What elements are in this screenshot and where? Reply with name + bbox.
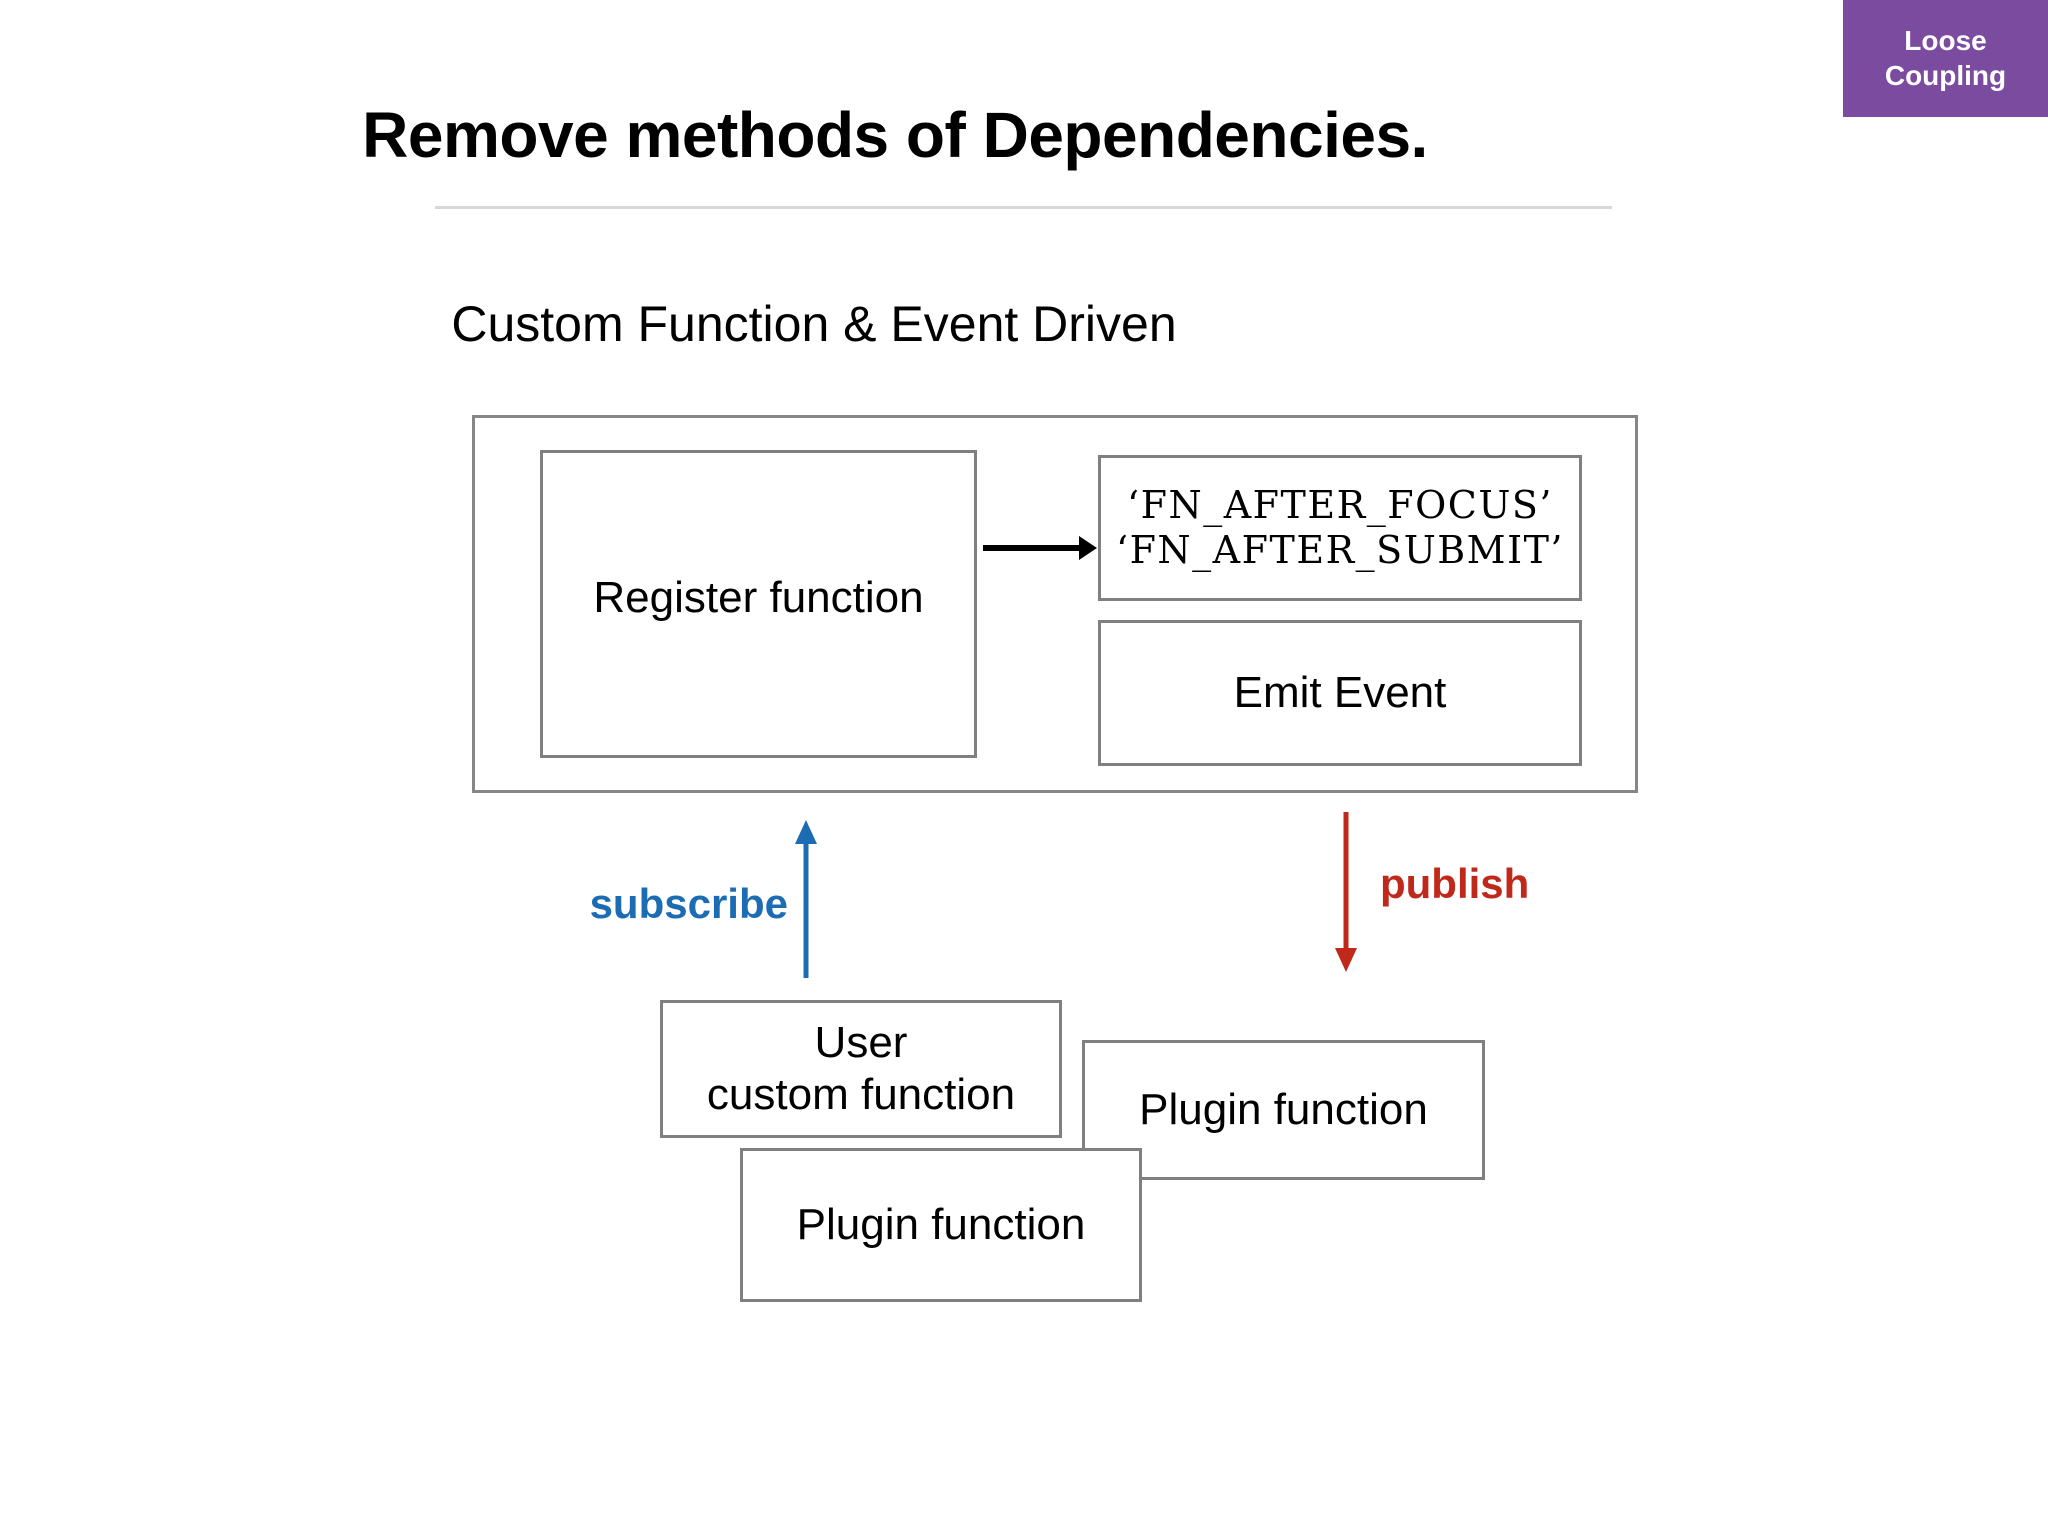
emit-event-label: Emit Event [1233, 668, 1447, 718]
user-custom-function-line-2: custom function [706, 1070, 1016, 1119]
diagram-subtitle-text: Custom Function & Event Driven [451, 296, 1177, 352]
badge-line-2: Coupling [1884, 59, 2007, 91]
badge-line-1: Loose [1904, 25, 1987, 57]
plugin-function-label-right: Plugin function [1139, 1085, 1428, 1135]
page-title: Remove methods of Dependencies. [362, 99, 1428, 171]
event-name-submit: ‘FN_AFTER_SUBMIT’ [1115, 528, 1565, 572]
arrow-up-icon [780, 820, 832, 978]
section-badge-loose-coupling: Loose Coupling [1843, 0, 2048, 117]
user-custom-function-line-1: User [814, 1018, 908, 1068]
user-custom-function-box: User custom function [660, 1000, 1062, 1138]
emit-event-box: Emit Event [1098, 620, 1582, 766]
title-divider [435, 206, 1612, 209]
event-names-box: ‘FN_AFTER_FOCUS’ ‘FN_AFTER_SUBMIT’ [1098, 455, 1582, 601]
register-function-box: Register function [540, 450, 977, 758]
plugin-function-label-bottom: Plugin function [796, 1200, 1086, 1250]
plugin-function-box-bottom: Plugin function [740, 1148, 1142, 1302]
arrow-down-icon [1320, 812, 1372, 972]
plugin-function-box-right: Plugin function [1082, 1040, 1485, 1180]
publish-label: publish [1380, 860, 1530, 907]
arrow-right-icon [983, 528, 1097, 568]
subscribe-label: subscribe [589, 880, 788, 927]
event-name-focus: ‘FN_AFTER_FOCUS’ [1127, 483, 1553, 528]
register-function-label: Register function [593, 573, 924, 623]
core-module-frame [472, 415, 1638, 793]
diagram-subtitle: Custom Function & Event Driven [0, 295, 2048, 353]
